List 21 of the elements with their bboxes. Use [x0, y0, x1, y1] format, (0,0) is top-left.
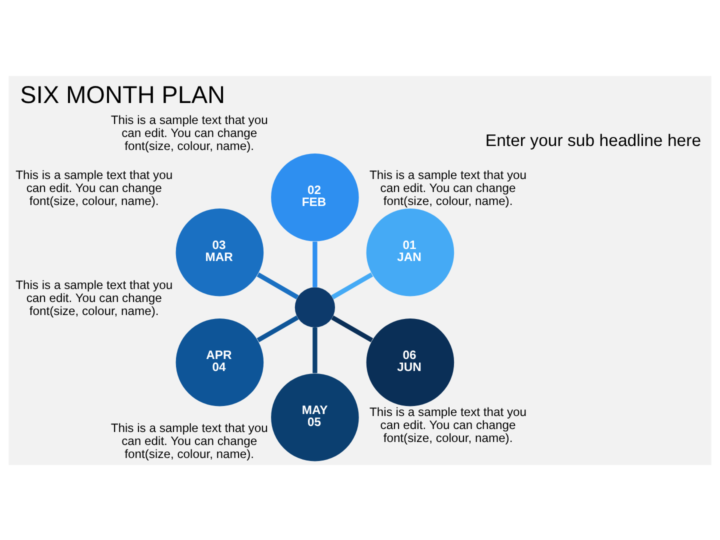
connector [312, 241, 318, 287]
label: Enter your sub headline here [485, 130, 702, 150]
connector [312, 327, 318, 373]
connector [256, 314, 299, 342]
node-circle: APR 04 [176, 318, 264, 406]
node-circle: 06 JUN [366, 318, 454, 406]
node-circle: 02 FEB [271, 153, 359, 241]
connector [331, 272, 374, 299]
node-label: This is a sample text that you can edit. You can change font(size, colour, name). [16, 277, 173, 318]
node-circle: MAY 05 [271, 373, 359, 461]
node-label: This is a sample text that you can edit. You can change font(size, colour, name). [16, 167, 173, 208]
node-label: This is a sample text that you can edit. You can change font(size, colour, name). [370, 404, 527, 445]
node-label: This is a sample text that you can edit. You can change font(size, colour, name). [110, 420, 268, 460]
connector [256, 272, 299, 299]
diagram-title: SIX MONTH PLAN [20, 81, 226, 108]
node-circle [294, 286, 336, 327]
node-circle: 03 MAR [176, 208, 264, 296]
node-label: This is a sample text that you can edit. You can change font(size, colour, name). [110, 112, 268, 153]
connector [331, 314, 374, 342]
node-label: This is a sample text that you can edit. You can change font(size, colour, name). [370, 167, 527, 208]
node-circle: 01 JAN [366, 208, 454, 296]
